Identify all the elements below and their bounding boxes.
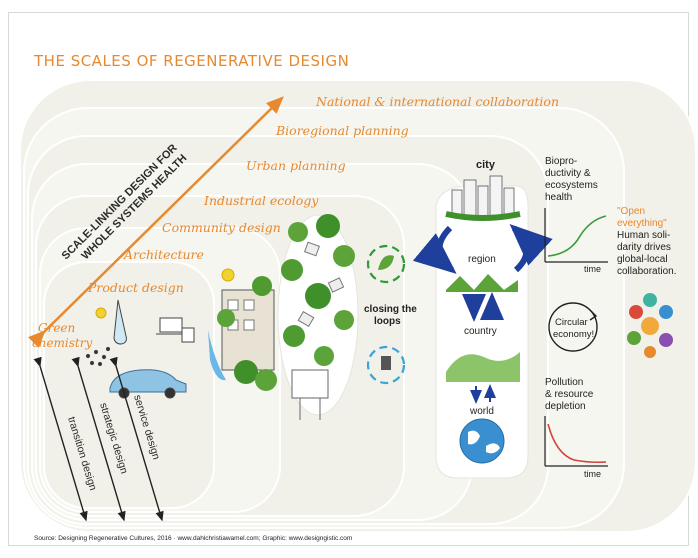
source-credit: Source: Designing Regenerative Cultures,… (34, 535, 352, 542)
scale-label-bioregional: Bioregional planning (275, 123, 409, 138)
scale-label-urban: Urban planning (246, 158, 346, 173)
bio-label-1: Biopro- (545, 156, 577, 167)
bio-label-2: ductivity & (545, 168, 591, 179)
bio-growth-curve (547, 215, 607, 257)
closing-loops-line-1: closing the (364, 304, 417, 315)
circular-line-1: Circular (555, 317, 588, 328)
open-line-3: Human soli- (617, 230, 670, 241)
architecture-illustration (208, 268, 277, 391)
closing-loops-line-2: loops (374, 316, 401, 327)
region-cycle-arrow-left (412, 225, 457, 274)
open-everything: "Open everything" Human soli- darity dri… (617, 206, 676, 358)
leaf-loop-icon (366, 244, 406, 284)
green-chemistry-line-2: chemistry (32, 336, 92, 350)
closing-loops-group: closing the loops (364, 244, 417, 385)
city-label: city (476, 159, 496, 171)
bio-time-label: time (584, 264, 601, 274)
open-line-4: darity drives (617, 242, 671, 253)
country-label: country (464, 326, 497, 337)
pollution-decline-curve (547, 423, 607, 464)
service-design-arrow (109, 356, 164, 522)
gadget-icon (181, 327, 195, 343)
bio-label-4: health (545, 192, 572, 203)
water-loop-icon (366, 345, 406, 385)
green-chemistry-line-1: Green (38, 321, 75, 335)
scale-label-national: National & international collaboration (315, 94, 559, 109)
circular-loop-icon (548, 302, 598, 352)
laptop-icon (159, 317, 183, 333)
region-cycle-arrow-right (509, 223, 553, 273)
pollution-label-2: & resource (545, 389, 594, 400)
scale-label-product: Product design (87, 280, 184, 295)
circular-economy: Circular economy! (548, 302, 598, 352)
city-skyline (451, 175, 515, 217)
city-column: city region country world (412, 159, 553, 479)
pollution-label-1: Pollution (545, 377, 583, 388)
sun-icon (95, 307, 107, 319)
community-illustration (277, 214, 359, 420)
open-line-6: collaboration. (617, 266, 676, 277)
scale-label-industrial: Industrial ecology (203, 193, 319, 208)
scale-label-architecture: Architecture (123, 247, 204, 262)
bioproductivity-graph: Biopro- ductivity & ecosystems health ti… (544, 156, 608, 274)
scale-label-community: Community design (162, 220, 281, 235)
bio-label-3: ecosystems (545, 180, 598, 191)
sun-icon-architecture (221, 268, 235, 282)
world-label: world (469, 406, 494, 417)
open-line-2: everything" (617, 218, 667, 229)
pollution-time-label: time (584, 469, 601, 479)
scale-linking-arrow (28, 96, 284, 348)
test-tube-icon (113, 299, 127, 345)
pollution-label-3: depletion (545, 401, 586, 412)
diagram-title: THE SCALES OF REGENERATIVE DESIGN (33, 52, 349, 70)
open-line-5: global-local (617, 254, 668, 265)
hands-circle-icon (627, 293, 673, 358)
open-line-1: "Open (617, 206, 645, 217)
region-label: region (468, 254, 496, 265)
globe-icon (459, 418, 505, 464)
pollution-graph: Pollution & resource depletion time (544, 377, 608, 479)
circular-line-2: economy! (553, 329, 594, 340)
